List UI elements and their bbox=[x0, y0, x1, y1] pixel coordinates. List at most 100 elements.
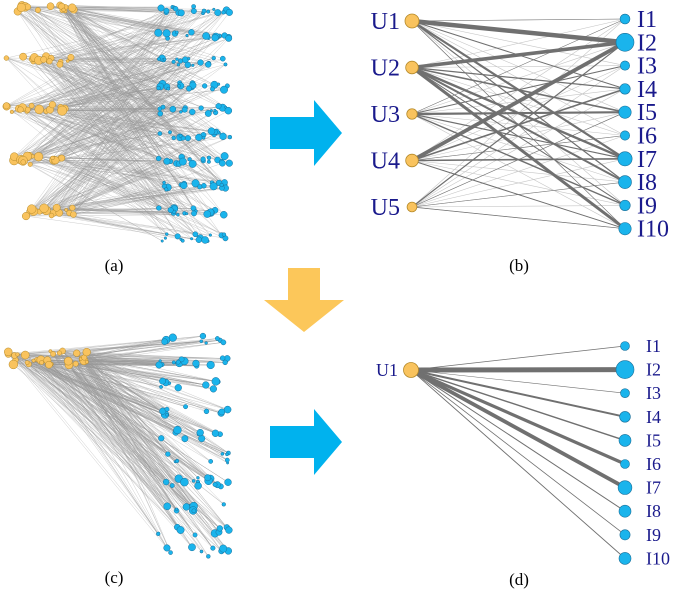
edge-line bbox=[22, 107, 201, 239]
edge-line bbox=[410, 369, 626, 418]
item-node bbox=[197, 59, 204, 66]
user-node bbox=[67, 53, 75, 61]
item-node bbox=[213, 108, 217, 112]
user-label: U2 bbox=[371, 56, 400, 82]
item-label: I2 bbox=[637, 30, 657, 56]
item-node bbox=[188, 29, 195, 36]
item-node bbox=[162, 180, 166, 185]
edge-line bbox=[51, 12, 167, 216]
edge-line bbox=[70, 12, 218, 58]
edge-line bbox=[411, 206, 626, 230]
edge-line bbox=[33, 185, 204, 212]
edge-line bbox=[65, 11, 159, 209]
item-node bbox=[155, 361, 163, 369]
item-node bbox=[167, 207, 174, 214]
edge-line bbox=[30, 10, 167, 165]
item-node bbox=[164, 187, 169, 192]
edge-line bbox=[411, 135, 626, 161]
edge-line bbox=[76, 353, 230, 531]
user-node bbox=[406, 201, 418, 213]
item-node bbox=[176, 63, 181, 67]
user-node bbox=[405, 60, 419, 75]
item-node bbox=[223, 62, 228, 67]
edge-line bbox=[29, 158, 204, 212]
edge-line bbox=[43, 62, 201, 209]
item-node bbox=[224, 478, 232, 486]
item-label: I8 bbox=[646, 501, 661, 521]
item-node bbox=[211, 55, 216, 61]
item-node bbox=[188, 159, 197, 168]
edge-line bbox=[86, 361, 163, 382]
edge-line bbox=[59, 5, 215, 135]
edge-line bbox=[72, 7, 219, 107]
edge-line bbox=[45, 56, 161, 114]
edge-line bbox=[73, 9, 182, 158]
edge-line bbox=[65, 7, 222, 186]
edge-line bbox=[53, 12, 224, 161]
edge-line bbox=[28, 363, 229, 552]
edge-line bbox=[41, 362, 216, 434]
edge-line bbox=[39, 109, 196, 235]
edge-line bbox=[21, 7, 182, 185]
edge-line bbox=[36, 359, 209, 557]
item-node bbox=[158, 435, 165, 442]
item-node bbox=[205, 61, 212, 68]
edge-line bbox=[33, 360, 159, 534]
edge-line bbox=[73, 163, 223, 215]
item-node bbox=[181, 106, 188, 113]
edge-line bbox=[13, 87, 159, 161]
item-node bbox=[178, 356, 185, 363]
edge-line bbox=[75, 363, 181, 531]
item-node bbox=[167, 381, 172, 385]
user-node bbox=[28, 102, 35, 109]
item-node bbox=[187, 57, 191, 61]
item-label: I1 bbox=[646, 336, 661, 356]
edge-line bbox=[61, 4, 226, 189]
item-node bbox=[164, 406, 170, 412]
user-node bbox=[50, 351, 56, 357]
item-node bbox=[211, 429, 220, 437]
user-label: U5 bbox=[371, 195, 400, 221]
item-node bbox=[209, 182, 218, 191]
item-node bbox=[195, 236, 203, 243]
edge-line bbox=[8, 353, 177, 511]
panel-c-single-user-network bbox=[4, 332, 233, 559]
item-node bbox=[198, 105, 204, 111]
edge-line bbox=[30, 164, 163, 242]
edge-line bbox=[46, 136, 230, 211]
item-node bbox=[198, 435, 206, 443]
edge-line bbox=[25, 354, 167, 483]
user-label: U1 bbox=[376, 360, 398, 380]
item-node bbox=[215, 103, 222, 110]
item-node bbox=[617, 480, 633, 495]
user-node bbox=[20, 350, 30, 360]
item-node bbox=[178, 157, 187, 166]
item-node bbox=[619, 411, 631, 423]
user-node bbox=[40, 56, 48, 63]
item-label: I7 bbox=[637, 147, 657, 173]
edge-line bbox=[33, 337, 173, 361]
item-node bbox=[202, 381, 210, 389]
edge-line bbox=[73, 9, 223, 59]
user-node bbox=[35, 7, 41, 14]
item-node bbox=[219, 132, 227, 140]
item-node bbox=[157, 110, 164, 117]
edge-line bbox=[68, 364, 162, 388]
edge-line bbox=[49, 61, 184, 186]
panel-b-edges bbox=[409, 18, 628, 231]
item-node bbox=[618, 105, 632, 119]
user-node bbox=[56, 350, 62, 356]
item-node bbox=[221, 232, 227, 237]
item-node bbox=[211, 377, 221, 386]
item-node bbox=[190, 8, 197, 15]
item-node bbox=[183, 404, 189, 410]
edge-line bbox=[33, 360, 214, 390]
item-node bbox=[617, 151, 633, 167]
item-node bbox=[180, 135, 186, 141]
edge-line bbox=[80, 358, 214, 390]
item-node bbox=[182, 503, 191, 511]
item-node bbox=[224, 457, 230, 463]
item-node bbox=[165, 232, 169, 236]
edge-line bbox=[51, 364, 177, 511]
edge-line bbox=[59, 352, 196, 536]
